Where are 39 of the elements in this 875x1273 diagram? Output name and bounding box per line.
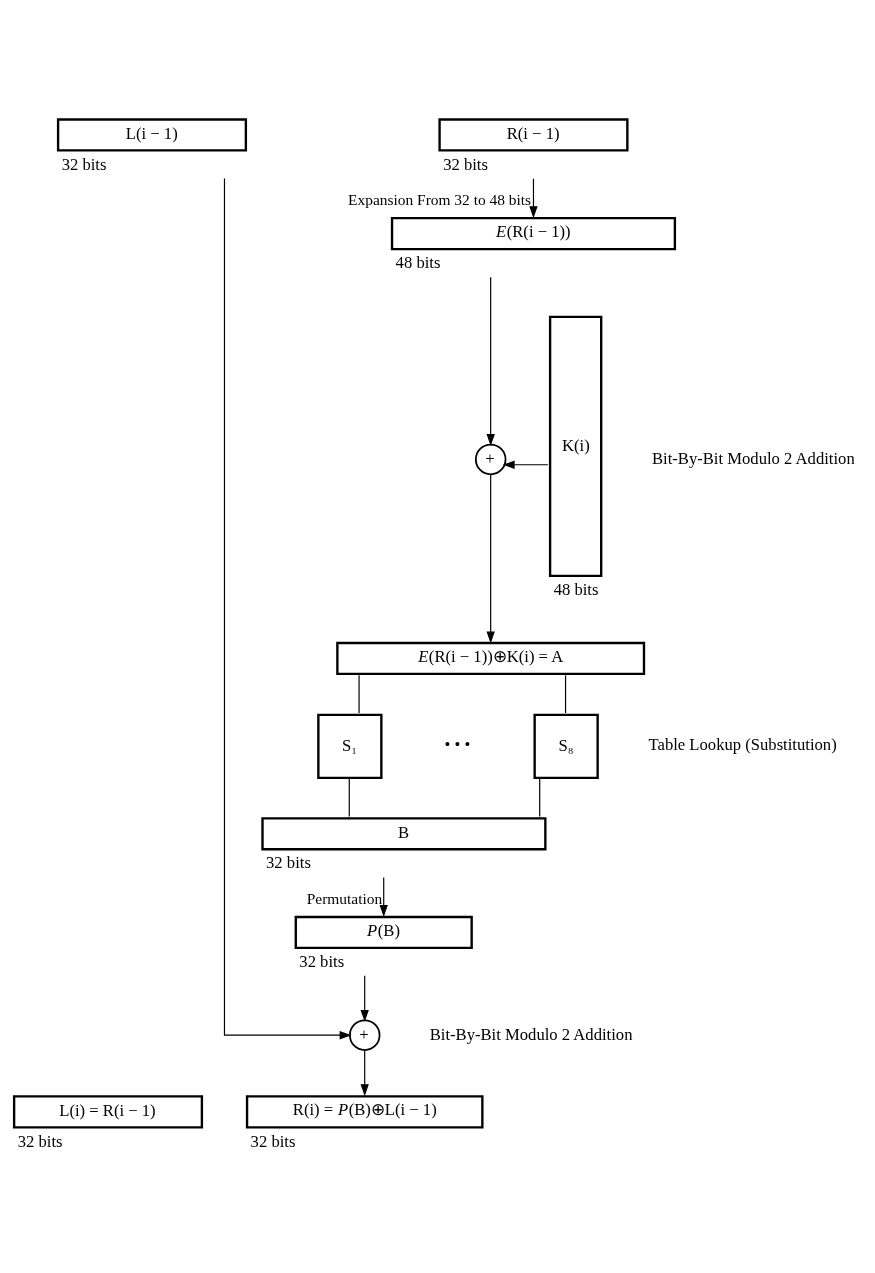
label: Bit-By-Bit Modulo 2 Addition	[651, 448, 855, 468]
node-label: 32 bits	[443, 154, 488, 174]
label: Table Lookup (Substitution)	[648, 735, 837, 755]
connector	[358, 674, 360, 714]
node-label: 48 bits	[395, 253, 441, 273]
node-label: 32 bits	[250, 1131, 296, 1151]
label: • • •	[444, 735, 471, 755]
node-circle: +	[474, 443, 507, 476]
connector	[539, 778, 541, 818]
node-box: S₈	[533, 713, 599, 780]
edge-label: Expansion From 32 to 48 bits	[348, 191, 532, 209]
node-label: 32 bits	[17, 1131, 63, 1151]
node-label: 48 bits	[553, 580, 599, 600]
arrow	[529, 178, 538, 219]
node-box: K(i)	[548, 315, 603, 578]
label: Bit-By-Bit Modulo 2 Addition	[429, 1024, 633, 1044]
arrow	[360, 1049, 369, 1097]
arrow	[223, 178, 352, 1040]
node-box: R(i) = P(B)⊕L(i − 1)	[245, 1095, 484, 1129]
arrow	[379, 876, 388, 917]
node-box: E(R(i − 1))⊕K(i) = A	[336, 641, 646, 676]
node-box: S₁	[317, 713, 383, 780]
arrow	[502, 460, 549, 469]
node-label: 32 bits	[299, 952, 345, 972]
node-box: B	[261, 817, 547, 851]
node-label: 32 bits	[61, 154, 107, 174]
connector	[348, 778, 350, 818]
node-box: P(B)	[294, 915, 473, 950]
arrow	[360, 975, 369, 1022]
node-box: E(R(i − 1))	[390, 217, 677, 251]
arrow	[486, 473, 495, 644]
arrow	[486, 276, 495, 446]
node-label: 32 bits	[266, 853, 311, 873]
node-box: L(i − 1)	[56, 118, 248, 152]
node-box: R(i − 1)	[438, 118, 629, 152]
node-circle: +	[348, 1019, 381, 1051]
connector	[564, 674, 567, 714]
node-box: L(i) = R(i − 1)	[12, 1095, 204, 1129]
edge-label: Permutation	[306, 889, 383, 907]
